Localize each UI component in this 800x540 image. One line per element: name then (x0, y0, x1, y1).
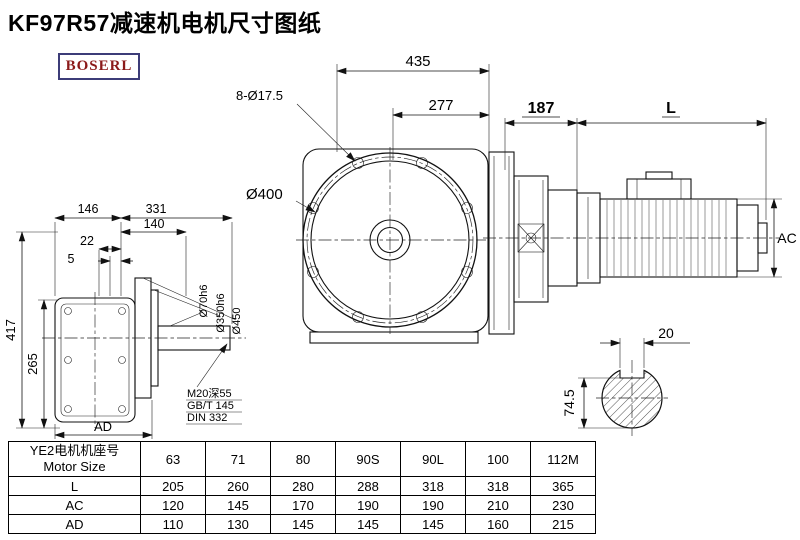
dim-417: 417 (3, 319, 18, 341)
cell-L-5: 318 (465, 476, 531, 496)
table-header-row: YE2电机机座号 Motor Size 63 71 80 90S 90L 100… (8, 441, 596, 477)
brand-logo: BOSERL (58, 53, 140, 80)
brand-logo-text: BOSERL (65, 58, 133, 74)
motor-dimension-table: YE2电机机座号 Motor Size 63 71 80 90S 90L 100… (8, 441, 596, 534)
housing-bolt (118, 307, 126, 315)
housing-right-face (488, 151, 515, 335)
cell-AD-4: 145 (400, 514, 466, 534)
row-label-L: L (8, 476, 141, 496)
dim-AC: AC (777, 230, 796, 246)
size-col-90S: 90S (335, 441, 401, 477)
motor-size-header-cell: YE2电机机座号 Motor Size (8, 441, 141, 477)
motor-side-view: 187 L AC (483, 100, 797, 335)
size-col-100: 100 (465, 441, 531, 477)
cell-AC-2: 170 (270, 495, 336, 515)
tap-note-line1: M20深55 (187, 387, 232, 400)
left-side-view: Ø70h6 Ø350h6 Ø450 M20深55 GB/T 145 DIN 33… (3, 202, 246, 439)
cell-AD-3: 145 (335, 514, 401, 534)
bolt-hole (307, 266, 319, 278)
dim-146: 146 (78, 202, 99, 216)
dim-140: 140 (144, 217, 165, 231)
bolt-hole (352, 157, 364, 169)
dim-AD: AD (94, 419, 112, 434)
table-row-L: L 205 260 280 288 318 318 365 (8, 476, 596, 496)
cell-L-2: 280 (270, 476, 336, 496)
dim-20: 20 (658, 325, 674, 341)
bolt-hole (352, 311, 364, 323)
cell-L-1: 260 (205, 476, 271, 496)
bolt-hole (416, 311, 428, 323)
bolt-hole (416, 157, 428, 169)
cell-AD-5: 160 (465, 514, 531, 534)
housing-bolt (64, 405, 72, 413)
cell-L-4: 318 (400, 476, 466, 496)
cell-L-6: 365 (530, 476, 596, 496)
spigot-diameter-label: Ø350h6 (215, 293, 227, 332)
dim-22: 22 (80, 234, 94, 248)
housing-bolt (118, 356, 126, 364)
terminal-box (626, 178, 692, 200)
bolt-holes-label: 8-Ø17.5 (236, 88, 283, 103)
bolt-hole (461, 266, 473, 278)
row-label-AD: AD (8, 514, 141, 534)
table-row-AC: AC 120 145 170 190 190 210 230 (8, 495, 596, 515)
size-col-63: 63 (140, 441, 206, 477)
dim-331: 331 (146, 202, 167, 216)
cell-AD-0: 110 (140, 514, 206, 534)
dim-435: 435 (405, 53, 430, 70)
cell-AC-0: 120 (140, 495, 206, 515)
cell-L-3: 288 (335, 476, 401, 496)
cell-AD-2: 145 (270, 514, 336, 534)
cell-AD-6: 215 (530, 514, 596, 534)
tap-note-line2: GB/T 145 (187, 400, 234, 412)
cell-AC-4: 190 (400, 495, 466, 515)
size-col-112M: 112M (530, 441, 596, 477)
housing-bolt (64, 307, 72, 315)
shaft-diameter-label: Ø70h6 (198, 284, 210, 317)
housing-bolt (64, 356, 72, 364)
size-col-90L: 90L (400, 441, 466, 477)
motor-size-header-cn: YE2电机机座号 (29, 442, 120, 458)
cell-AC-1: 145 (205, 495, 271, 515)
cell-AC-5: 210 (465, 495, 531, 515)
size-col-71: 71 (205, 441, 271, 477)
flange-od-label: Ø450 (231, 308, 243, 335)
housing-bolt (118, 405, 126, 413)
flange-inner-circle (310, 160, 470, 320)
motor-size-header-en: Motor Size (43, 459, 106, 474)
tap-note-line3: DIN 332 (187, 412, 227, 424)
shaft-key-section: 20 74.5 (561, 325, 690, 436)
cell-AC-3: 190 (335, 495, 401, 515)
table-row-AD: AD 110 130 145 145 145 160 215 (8, 514, 596, 534)
dim-265: 265 (25, 353, 40, 375)
dim-277: 277 (428, 97, 453, 114)
flange-diameter-label: Ø400 (246, 186, 283, 203)
bolt-hole (461, 202, 473, 214)
dim-L: L (666, 100, 676, 117)
size-col-80: 80 (270, 441, 336, 477)
terminal-box-cap (645, 171, 673, 180)
cell-L-0: 205 (140, 476, 206, 496)
dim-5: 5 (68, 252, 75, 266)
cell-AC-6: 230 (530, 495, 596, 515)
row-label-AC: AC (8, 495, 141, 515)
page-title: KF97R57减速机电机尺寸图纸 (8, 10, 322, 36)
dim-74-5: 74.5 (561, 389, 577, 416)
front-view: Ø400 8-Ø17.5 435 277 (236, 53, 490, 344)
cell-AD-1: 130 (205, 514, 271, 534)
dim-187: 187 (528, 100, 555, 117)
housing-base (309, 331, 479, 344)
